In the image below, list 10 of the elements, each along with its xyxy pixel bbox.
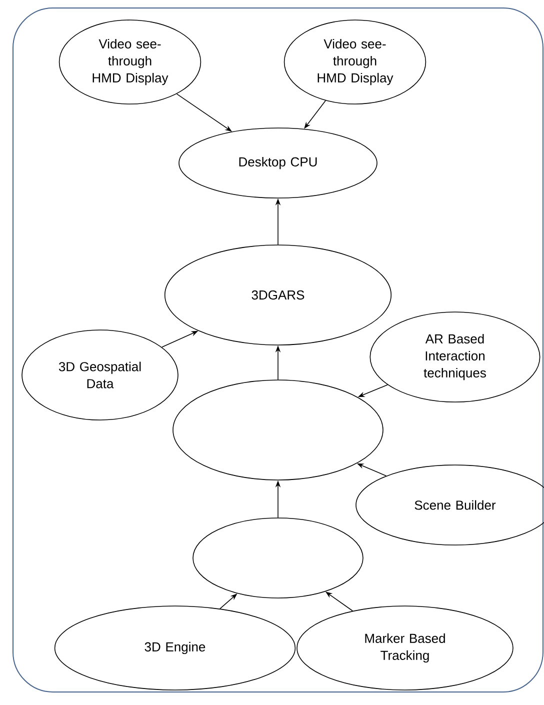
empty-ellipse [192,518,364,598]
ellipse-node: Video see-through HMD Display [284,20,426,104]
ellipse-node: Video see-through HMD Display [58,20,202,104]
empty-ellipse [172,380,384,480]
ellipse-node: 3D Geospatial Data [22,330,178,420]
ellipse-node: 3DGARS [164,244,392,346]
ellipse-node: AR Based Interaction techniques [370,312,540,402]
ellipse-node: Marker Based Tracking [296,606,514,690]
ellipse-node: Desktop CPU [178,128,378,198]
ellipse-node: 3D Engine [54,606,296,690]
